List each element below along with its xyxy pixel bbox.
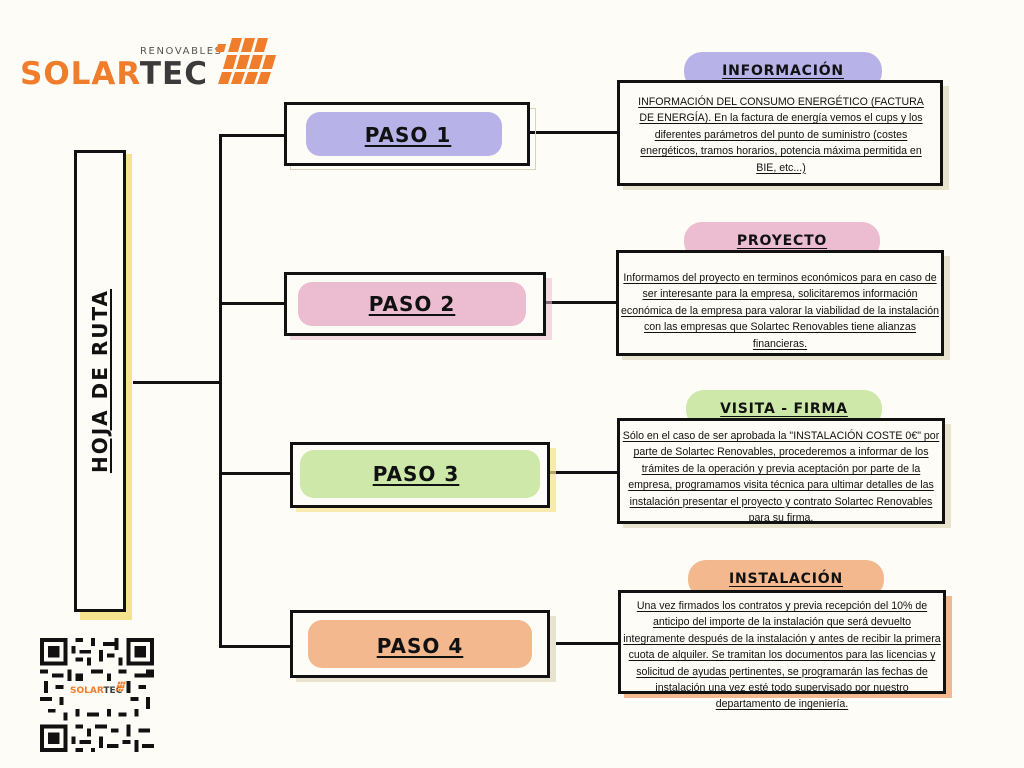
step-1: PASO 1 xyxy=(284,102,536,170)
connector-step-4 xyxy=(219,645,291,648)
connector-spine xyxy=(219,134,222,648)
step-1-fill xyxy=(306,112,502,156)
title-box xyxy=(74,150,126,612)
connector-desc-1 xyxy=(530,131,618,134)
description-1: INFORMACIÓN DEL CONSUMO ENERGÉTICO (FACT… xyxy=(617,80,951,190)
step-2: PASO 2 xyxy=(284,272,552,342)
description-3-text: Sólo en el caso de ser aprobada la "INST… xyxy=(622,430,940,525)
description-2-frame xyxy=(616,250,944,356)
description-4: Una vez firmados los contratos y previa … xyxy=(618,590,954,710)
description-3-frame xyxy=(617,418,945,524)
page-title: HOJA DE RUTA xyxy=(88,288,112,474)
logo-wordmark: SOLARTEC xyxy=(20,56,208,92)
logo-solar: SOLAR xyxy=(20,56,140,92)
description-3: Sólo en el caso de ser aprobada la "INST… xyxy=(617,418,953,528)
description-4-text: Una vez firmados los contratos y previa … xyxy=(623,600,941,711)
description-1-frame xyxy=(617,80,943,186)
connector-step-1 xyxy=(219,134,285,137)
logo-tec: TEC xyxy=(139,56,208,92)
qr-logo-icon xyxy=(115,681,126,692)
connector-main xyxy=(133,381,221,384)
step-4-label: PASO 4 xyxy=(376,634,464,658)
step-3-fill xyxy=(300,450,540,498)
connector-desc-2 xyxy=(546,301,618,304)
step-4-fill xyxy=(308,620,532,668)
description-2-text: Informamos del proyecto en terminos econ… xyxy=(621,272,939,350)
step-3-label: PASO 3 xyxy=(372,462,460,486)
qr-code[interactable] xyxy=(40,638,154,752)
step-2-label: PASO 2 xyxy=(368,292,456,316)
step-1-label: PASO 1 xyxy=(364,123,452,147)
connector-step-2 xyxy=(219,302,287,305)
description-2: Informamos del proyecto en terminos econ… xyxy=(616,250,952,360)
qr-logo-solar: SOLAR xyxy=(70,686,104,696)
sun-panel-icon xyxy=(216,38,276,84)
connector-desc-3 xyxy=(550,471,618,474)
logo-subtitle: RENOVABLES xyxy=(140,46,223,57)
step-4: PASO 4 xyxy=(290,610,556,684)
description-1-text: INFORMACIÓN DEL CONSUMO ENERGÉTICO (FACT… xyxy=(638,96,924,174)
qr-logo: SOLARTEC xyxy=(70,686,122,696)
connector-step-3 xyxy=(219,472,291,475)
qr-logo-tec: TEC xyxy=(103,686,123,696)
step-2-fill xyxy=(298,282,526,326)
step-3: PASO 3 xyxy=(290,442,556,514)
description-4-frame xyxy=(618,590,946,694)
connector-desc-4 xyxy=(550,642,618,645)
